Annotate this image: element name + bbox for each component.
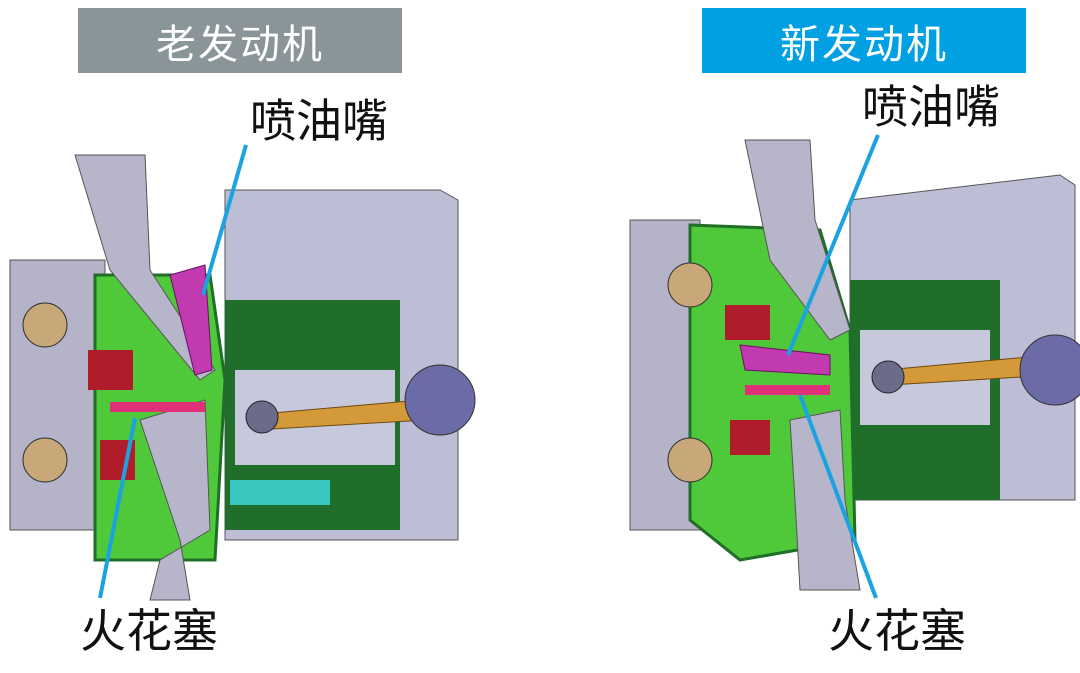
new-exhaust-port (789, 409, 861, 591)
old-injector-leader (201, 144, 248, 296)
old-spark-plug-label: 火花塞 (80, 604, 218, 658)
new-injector-leader (786, 134, 880, 356)
new-spark-plug-label: 火花塞 (828, 604, 966, 658)
new-injector-label: 喷油嘴 (862, 80, 1000, 134)
new-intake-cam (667, 262, 713, 308)
old-cam-housing (9, 259, 106, 531)
old-intake-port (74, 154, 216, 381)
new-crank (1019, 334, 1080, 406)
old-intake-cam (22, 302, 68, 348)
new-spark-leader (798, 394, 878, 599)
leader-lines (98, 134, 880, 599)
old-coolant-passage (230, 480, 330, 505)
new-engine-title: 新发动机 (702, 8, 1026, 73)
old-crank (404, 364, 476, 436)
new-exhaust-cam (667, 437, 713, 483)
old-piston-pin (245, 400, 279, 434)
old-spark-leader (98, 417, 137, 599)
old-injector-shape (169, 264, 213, 376)
old-injector-label: 喷油嘴 (250, 94, 388, 148)
new-piston-pin (871, 360, 905, 394)
old-engine-cross-section (9, 154, 476, 601)
new-valve-springs (725, 305, 770, 455)
new-injector-shape (739, 344, 831, 376)
old-engine-title: 老发动机 (78, 8, 402, 73)
new-spark-plug-shape (745, 385, 830, 395)
old-spark-plug-shape (110, 402, 205, 412)
old-exhaust-cam (22, 437, 68, 483)
new-intake-port (744, 139, 851, 341)
new-engine-cross-section (629, 139, 1080, 591)
old-exhaust-port (139, 399, 211, 601)
